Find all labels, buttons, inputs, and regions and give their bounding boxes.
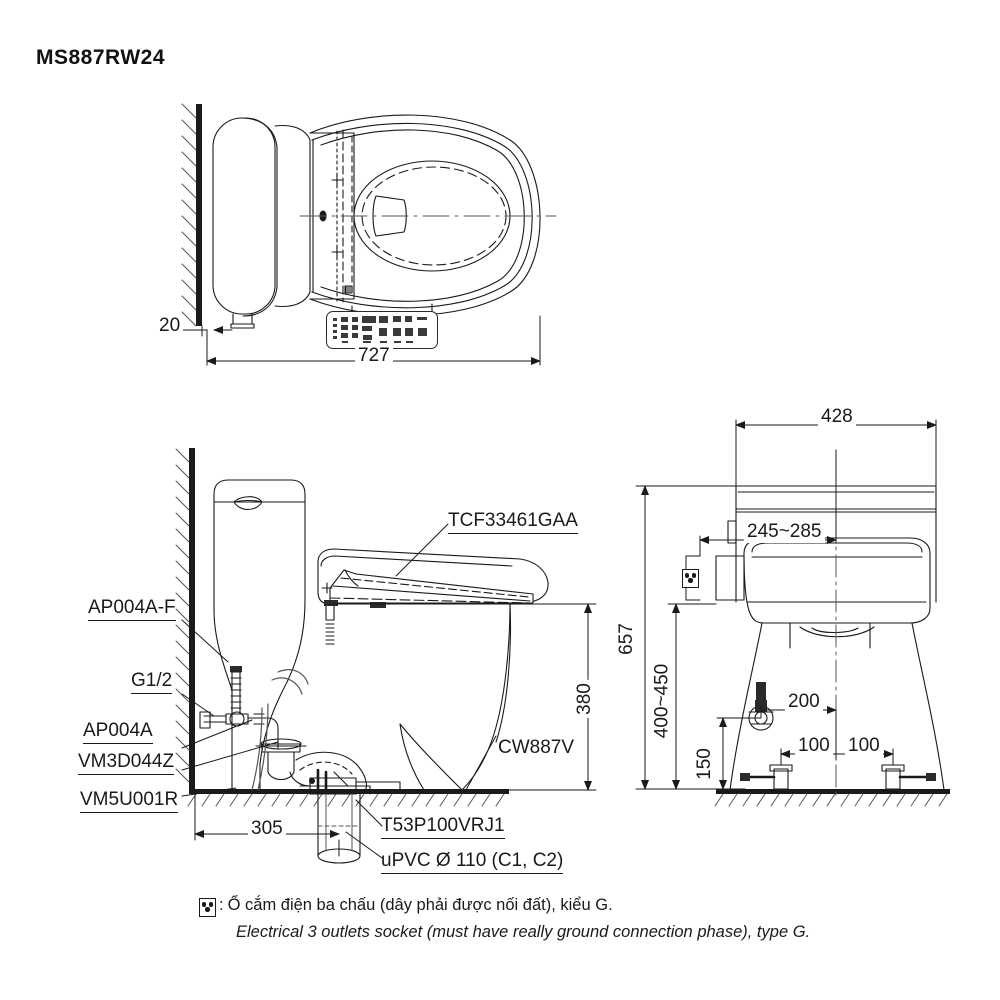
panel-button[interactable] xyxy=(333,324,337,327)
legend-block: : Ổ cắm điện ba chấu (dây phải được nối … xyxy=(199,896,810,941)
panel-button[interactable] xyxy=(352,325,358,330)
callout-angle-valve-f: AP004A-F xyxy=(88,597,176,621)
panel-button[interactable] xyxy=(393,328,401,336)
dim-socket-range: 245~285 xyxy=(744,521,825,543)
callout-angle-valve: AP004A xyxy=(83,720,153,744)
dim-overall-depth: 727 xyxy=(355,345,393,367)
dim-socket-height: 400~450 xyxy=(651,660,674,742)
panel-button[interactable] xyxy=(341,333,348,338)
panel-button[interactable] xyxy=(362,326,372,331)
panel-button[interactable] xyxy=(333,330,337,333)
remote-control-panel[interactable] xyxy=(326,311,438,349)
panel-button[interactable] xyxy=(341,325,348,330)
front-dim-400-450 xyxy=(667,603,717,790)
panel-button[interactable] xyxy=(393,316,401,322)
panel-button[interactable] xyxy=(342,341,348,343)
callout-thread: G1/2 xyxy=(131,670,173,694)
dim-wall-gap: 20 xyxy=(156,315,184,337)
panel-button[interactable] xyxy=(394,341,401,343)
panel-button[interactable] xyxy=(363,341,371,343)
side-leaders xyxy=(181,523,497,859)
panel-button[interactable] xyxy=(418,328,427,336)
panel-button[interactable] xyxy=(405,328,413,336)
dim-overall-width: 428 xyxy=(818,406,856,428)
side-view-group xyxy=(175,448,549,864)
callout-drain-pipe: uPVC Ø 110 (C1, C2) xyxy=(381,850,564,874)
panel-button[interactable] xyxy=(417,317,427,320)
panel-button[interactable] xyxy=(380,341,387,343)
panel-button[interactable] xyxy=(333,336,337,339)
legend-line-vi: Ổ cắm điện ba chấu (dây phải được nối đấ… xyxy=(227,896,613,914)
panel-button[interactable] xyxy=(333,318,337,321)
dim-valve-height: 150 xyxy=(693,745,716,783)
legend-separator: : xyxy=(219,896,224,914)
front-dim-150 xyxy=(716,717,762,790)
dim-bolt-spread: 200 xyxy=(785,691,823,713)
top-view-group xyxy=(181,103,557,329)
electrical-socket-icon xyxy=(199,898,216,917)
panel-button[interactable] xyxy=(405,316,412,322)
electrical-socket-icon xyxy=(682,569,699,590)
front-dim-657 xyxy=(635,485,737,790)
callout-washlet: TCF33461GAA xyxy=(448,510,578,534)
dim-overall-height: 657 xyxy=(615,620,638,658)
panel-button[interactable] xyxy=(406,341,413,343)
dim-seat-height: 380 xyxy=(573,680,596,718)
callout-flex-hose: VM3D044Z xyxy=(78,751,175,775)
panel-button[interactable] xyxy=(352,333,358,338)
dim-drain-offset: 305 xyxy=(248,818,286,840)
panel-button[interactable] xyxy=(352,317,358,322)
panel-button[interactable] xyxy=(379,316,388,323)
panel-button[interactable] xyxy=(363,335,372,340)
dim-bolt-right: 100 xyxy=(845,735,883,757)
panel-button[interactable] xyxy=(379,328,387,336)
dim-bolt-left: 100 xyxy=(795,735,833,757)
legend-line-en: Electrical 3 outlets socket (must have r… xyxy=(236,923,811,941)
socket-icon-box xyxy=(682,569,699,588)
panel-button[interactable] xyxy=(362,316,376,323)
page-title: MS887RW24 xyxy=(36,46,166,69)
callout-bowl: CW887V xyxy=(498,737,575,758)
callout-floor-flange: VM5U001R xyxy=(80,789,179,813)
callout-drain-fitting: T53P100VRJ1 xyxy=(381,815,505,839)
panel-button[interactable] xyxy=(341,317,348,322)
